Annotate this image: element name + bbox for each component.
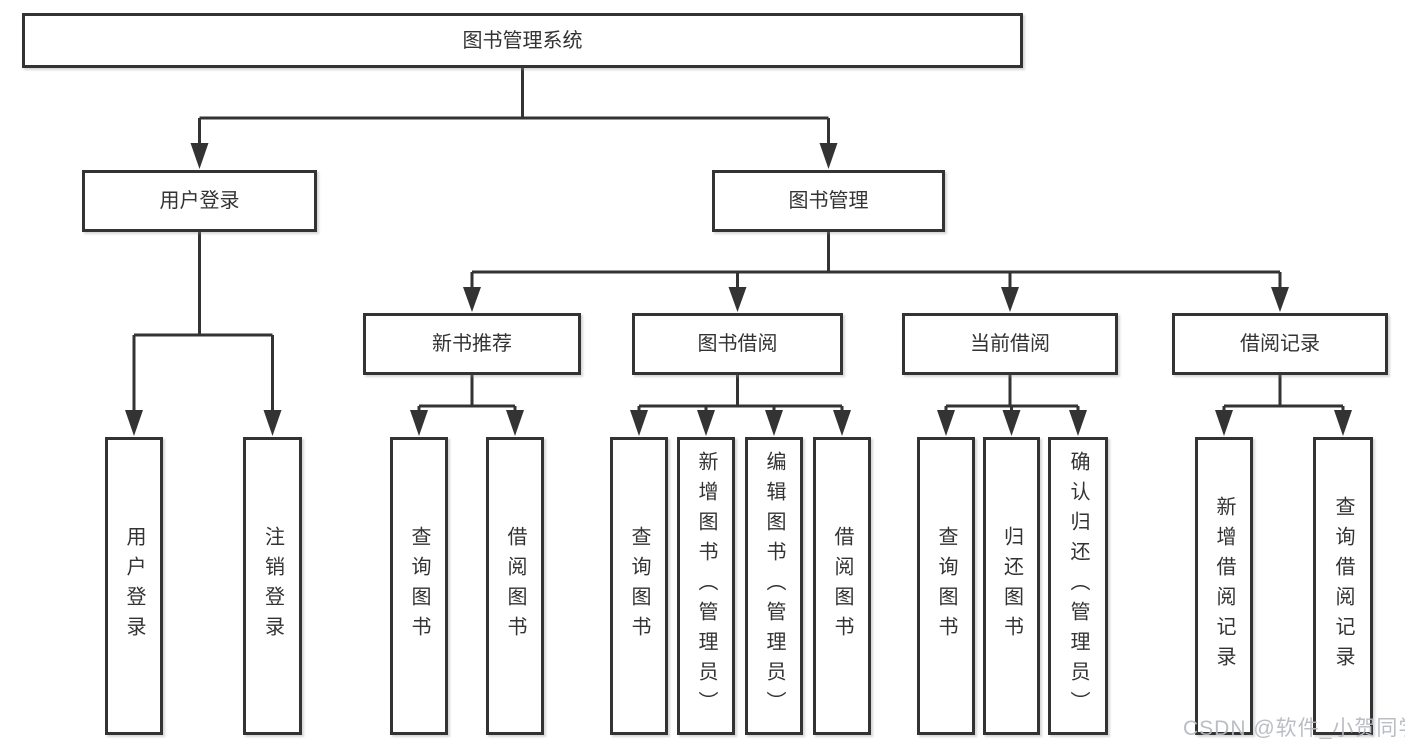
leaf-user-login: 用户登录 <box>105 437 163 735</box>
leaf-current-confirm-return-admin: 确认归还（管理员） <box>1048 437 1108 735</box>
node-library-system: 图书管理系统 <box>22 13 1023 68</box>
watermark: CSDN @软件_小贺同学 <box>1183 717 1405 740</box>
leaf-borrowing-edit-books-admin: 编辑图书（管理员） <box>745 437 803 735</box>
node-new-book-recommend: 新书推荐 <box>363 313 581 375</box>
node-user-login: 用户登录 <box>82 170 317 232</box>
leaf-borrowing-add-books-admin: 新增图书（管理员） <box>677 437 735 735</box>
node-borrow-records: 借阅记录 <box>1172 313 1388 375</box>
leaf-records-add-record: 新增借阅记录 <box>1195 437 1253 735</box>
node-current-borrowing: 当前借阅 <box>902 313 1118 375</box>
leaf-borrowing-borrow-books: 借阅图书 <box>813 437 871 735</box>
leaf-newbook-query-books: 查询图书 <box>390 437 448 735</box>
leaf-current-query-books: 查询图书 <box>917 437 975 735</box>
leaf-newbook-borrow-books: 借阅图书 <box>486 437 544 735</box>
node-book-management: 图书管理 <box>712 170 945 232</box>
leaf-current-return-books: 归还图书 <box>983 437 1040 735</box>
node-book-borrowing: 图书借阅 <box>632 313 843 375</box>
leaf-borrowing-query-books: 查询图书 <box>610 437 668 735</box>
leaf-records-query-record: 查询借阅记录 <box>1313 437 1373 735</box>
leaf-logout-login: 注销登录 <box>243 437 302 735</box>
